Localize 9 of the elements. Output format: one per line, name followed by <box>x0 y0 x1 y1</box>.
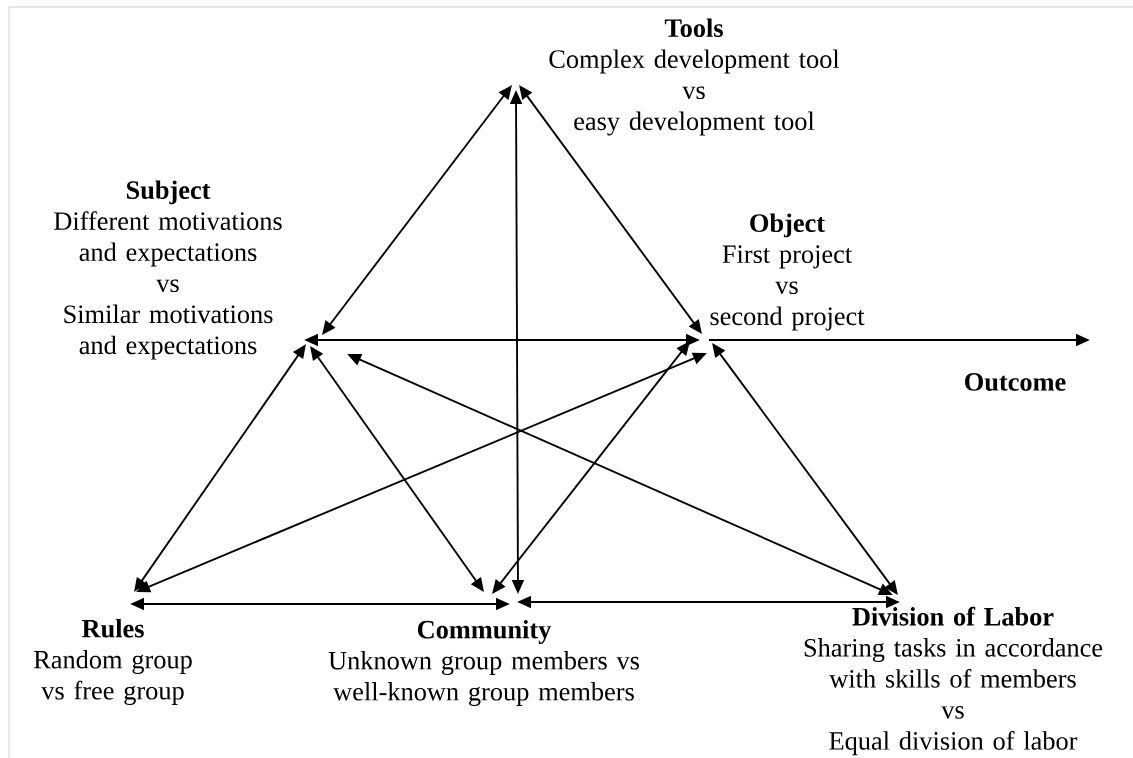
node-label: Object First project vs second project <box>710 213 865 331</box>
arrow <box>322 85 512 335</box>
node-label: Tools Complex development tool vs easy development tool <box>549 18 840 136</box>
arrow <box>492 341 690 594</box>
node-label: Subject Different motivations and expectations vs Similar motivations and expectations <box>54 180 282 360</box>
node-label: Outcome <box>965 373 1066 391</box>
node-label: Division of Labor Sharing tasks in accordance with skills of members vs Equal division of labor <box>804 606 1103 756</box>
node-label: Community Unknown group members vs well-known group members <box>328 619 639 707</box>
node-label: Rules Random group vs free group <box>33 618 192 706</box>
